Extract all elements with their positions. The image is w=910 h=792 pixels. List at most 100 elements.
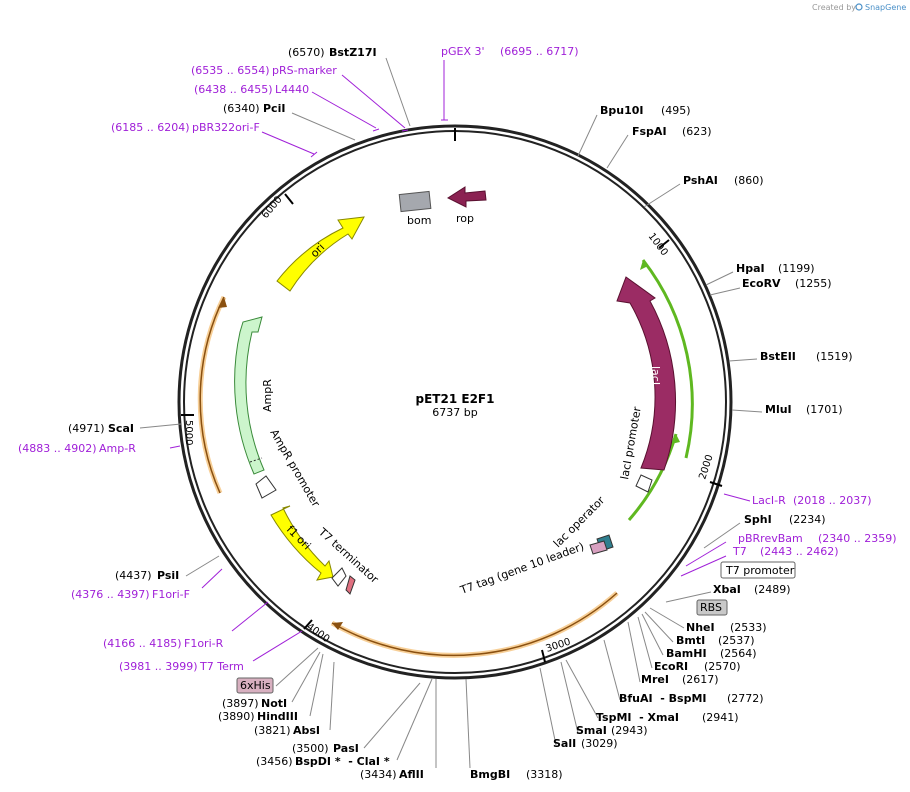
site-bstz17i[interactable]: BstZ17I [329, 46, 377, 59]
site-nhei[interactable]: NheI [686, 621, 715, 634]
tick-mark-1000 [658, 239, 670, 249]
site-xbai-pos: (2489) [754, 583, 791, 596]
site-sphi[interactable]: SphI [744, 513, 772, 526]
site-mrei-pos: (2617) [682, 673, 719, 686]
site-pshai[interactable]: PshAI [683, 174, 718, 187]
primer-l4440-range: (6438 .. 6455) [194, 83, 273, 96]
site-aflii-pos: (3434) [360, 768, 397, 781]
leader-fspai [606, 134, 629, 169]
primer-ampr[interactable]: Amp-R [99, 442, 136, 455]
site-tspmi-pos: (2941) [702, 711, 739, 724]
primer-ampr-range: (4883 .. 4902) [18, 442, 97, 455]
site-bmti-pos: (2537) [718, 634, 755, 647]
site-ecori-pos: (2570) [704, 660, 741, 673]
primer-pgex3-range: (6695 .. 6717) [500, 45, 579, 58]
leader-hpai [705, 271, 734, 286]
T7-tag-label: T7 tag (gene 10 leader) [458, 540, 586, 597]
site-bmti[interactable]: BmtI [676, 634, 705, 647]
site-bfuai[interactable]: BfuAI - BspMI [619, 692, 707, 705]
site-bsteii[interactable]: BstEII [760, 350, 796, 363]
leader-mlui [731, 409, 763, 413]
site-bamhi[interactable]: BamHI [666, 647, 707, 660]
leader-pshai [643, 183, 681, 208]
tick-5000: 5000 [183, 420, 194, 445]
tick-2000: 2000 [697, 453, 715, 481]
site-scai[interactable]: ScaI [108, 422, 134, 435]
primer-f1orif-range: (4376 .. 4397) [71, 588, 150, 601]
site-nhei-pos: (2533) [730, 621, 767, 634]
leader-t7term [252, 630, 303, 662]
leader-noti [291, 651, 321, 703]
primer-t7term[interactable]: T7 Term [199, 660, 244, 673]
rop-feature [446, 186, 487, 208]
site-sali-pos: (3029) [581, 737, 618, 750]
site-psii[interactable]: PsiI [157, 569, 179, 582]
AmpR-orf [199, 296, 225, 494]
site-pcii[interactable]: PciI [263, 102, 285, 115]
site-absi[interactable]: AbsI [293, 724, 320, 737]
site-ecori[interactable]: EcoRI [654, 660, 688, 673]
leader-mrei [627, 621, 641, 683]
His-orf [331, 592, 618, 657]
site-hpai[interactable]: HpaI [736, 262, 765, 275]
AmpR-label: AmpR [261, 379, 274, 412]
tick-mark-6000 [284, 193, 294, 205]
primer-pbr322[interactable]: pBR322ori-F [192, 121, 260, 134]
leader-lacir [723, 493, 751, 502]
primer-pgex3[interactable]: pGEX 3' [441, 45, 485, 58]
leader-ecori [637, 616, 653, 669]
site-fspai-pos: (623) [682, 125, 712, 138]
lacI-feature [616, 276, 677, 471]
site-pasi[interactable]: PasI [333, 742, 359, 755]
leader-pasi [363, 682, 421, 749]
site-ecorv[interactable]: EcoRV [742, 277, 781, 290]
site-fspai[interactable]: FspAI [632, 125, 667, 138]
plasmid-name: pET21 E2F1 [416, 392, 495, 406]
lacI-orf [641, 259, 694, 459]
lacI-promoter-arrow [635, 474, 653, 493]
leader-t7 [680, 555, 727, 577]
leader-6xhis [275, 647, 319, 687]
leader-nhei [649, 607, 685, 629]
site-smai[interactable]: SmaI [576, 724, 607, 737]
site-xbai[interactable]: XbaI [713, 583, 741, 596]
primer-pbrrevbam[interactable]: pBRrevBam [738, 532, 803, 545]
leader-f1orir [231, 601, 269, 632]
T7-promoter-label: T7 promoter [725, 564, 795, 577]
primer-l4440[interactable]: L4440 [275, 83, 309, 96]
site-mrei[interactable]: MreI [641, 673, 669, 686]
site-pshai-pos: (860) [734, 174, 764, 187]
tick-mark-4000 [303, 619, 313, 630]
rop-label: rop [456, 212, 474, 225]
His-label: 6xHis [240, 679, 271, 692]
T7-tag-shape [589, 540, 608, 555]
primer-f1orir[interactable]: F1ori-R [184, 637, 224, 650]
site-hindiii[interactable]: HindIII [257, 710, 298, 723]
site-hpai-pos: (1199) [778, 262, 815, 275]
primer-t7[interactable]: T7 [732, 545, 747, 558]
site-ecorv-pos: (1255) [795, 277, 832, 290]
site-mlui[interactable]: MluI [765, 403, 792, 416]
site-sali[interactable]: SalI [553, 737, 576, 750]
site-pasi-pos: (3500) [292, 742, 329, 755]
leader-bmti [644, 611, 674, 643]
leader-pcii [291, 112, 356, 141]
leader-sphi [703, 522, 741, 549]
primer-prsmarker[interactable]: pRS-marker [272, 64, 337, 77]
site-tspmi[interactable]: TspMI - XmaI [596, 711, 679, 724]
primer-f1orif[interactable]: F1ori-F [152, 588, 190, 601]
RBS-label: RBS [700, 601, 722, 614]
site-bpu10i[interactable]: Bpu10I [600, 104, 644, 117]
RBS-box [696, 599, 728, 616]
site-bsteii-pos: (1519) [816, 350, 853, 363]
site-noti[interactable]: NotI [261, 697, 287, 710]
site-bmgbi[interactable]: BmgBI [470, 768, 510, 781]
site-bspdi[interactable]: BspDI * - ClaI * [295, 755, 390, 768]
site-aflii[interactable]: AflII [399, 768, 424, 781]
site-pcii-pos: (6340) [223, 102, 260, 115]
lacI-promoter-orf-arrowhead [671, 434, 680, 444]
leader-smai [560, 661, 579, 734]
primer-lacir[interactable]: LacI-R [752, 494, 786, 507]
leader-scai [139, 423, 182, 429]
leader-bpu10i [577, 114, 598, 157]
